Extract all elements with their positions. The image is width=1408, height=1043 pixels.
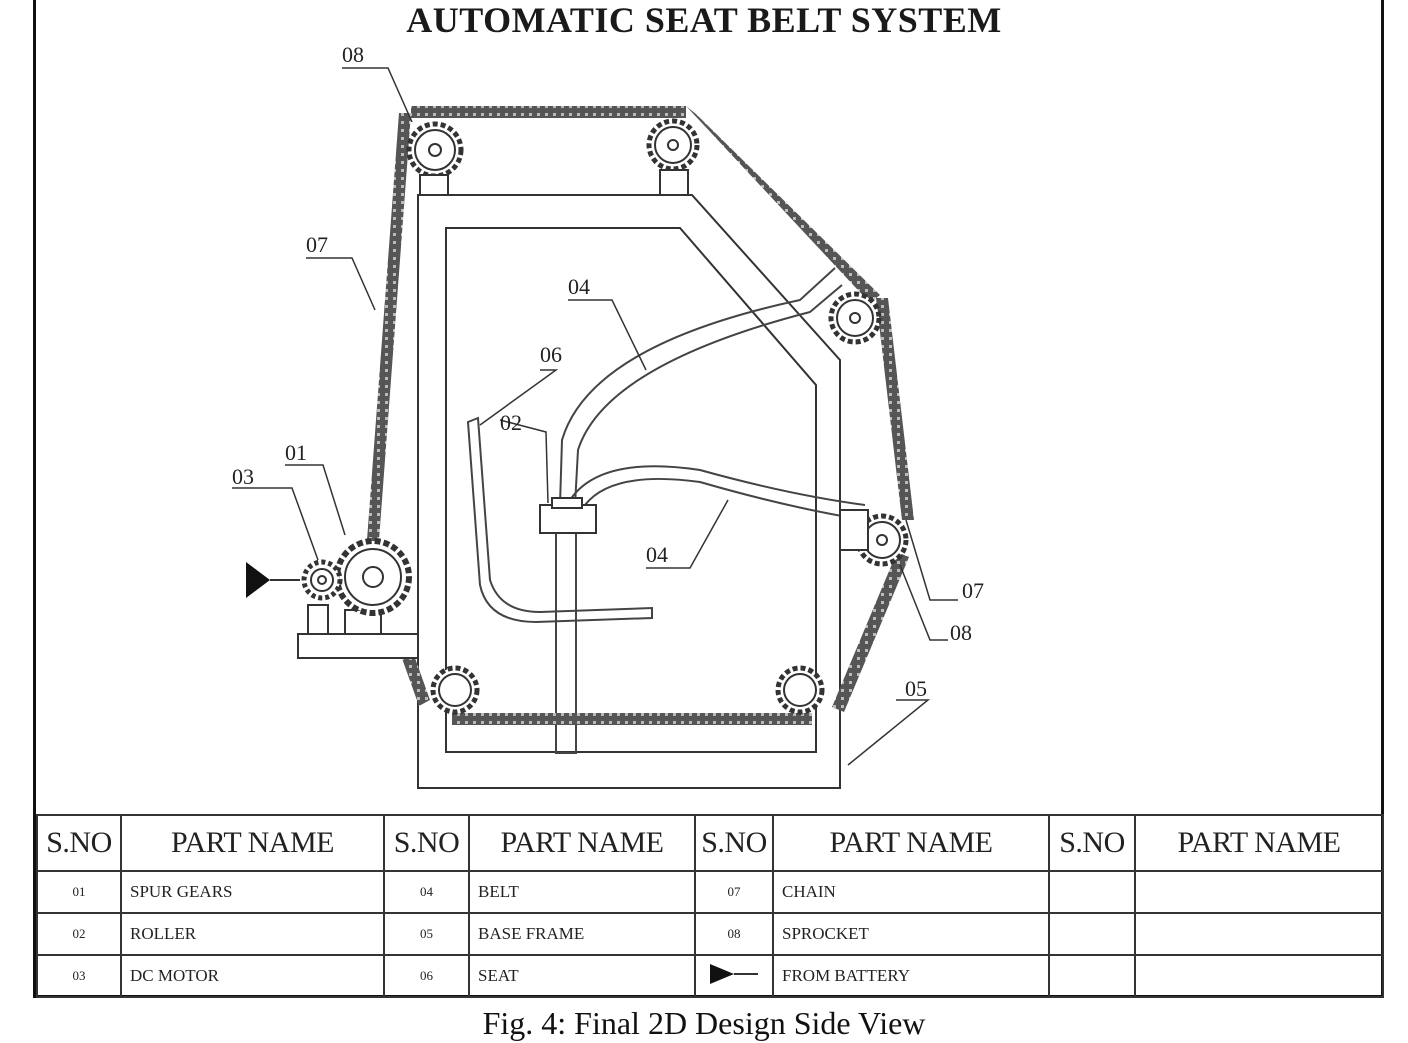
callout-seat: 06 (540, 342, 562, 367)
table-cell-sno: 04 (383, 870, 470, 914)
table-cell-sno: 01 (36, 870, 122, 914)
drawing-title: AUTOMATIC SEAT BELT SYSTEM (406, 0, 1002, 40)
header-sno: S.NO (36, 814, 122, 872)
callout-roller: 02 (500, 410, 522, 435)
table-cell-part-name: ROLLER (120, 912, 385, 956)
table-cell-part-name: BASE FRAME (468, 912, 696, 956)
header-part-name: PART NAME (772, 814, 1050, 872)
chain (361, 106, 914, 725)
figure-caption: Fig. 4: Final 2D Design Side View (482, 1005, 926, 1041)
sprocket-mounts (419, 169, 869, 551)
table-cell-part-name (1134, 870, 1384, 914)
header-sno: S.NO (694, 814, 774, 872)
callout-chain-right: 07 (962, 578, 984, 603)
header-part-name: PART NAME (468, 814, 696, 872)
header-sno: S.NO (1048, 814, 1136, 872)
callout-base-frame: 05 (905, 676, 927, 701)
table-cell-part-name: SEAT (468, 954, 696, 998)
callout-spur-gears: 01 (285, 440, 307, 465)
table-row: 03 DC MOTOR 06 SEAT FROM BATTERY (36, 954, 1384, 998)
callout-chain-left: 07 (306, 232, 328, 257)
header-part-name: PART NAME (1134, 814, 1384, 872)
table-cell-part-name: CHAIN (772, 870, 1050, 914)
table-cell-sno: 05 (383, 912, 470, 956)
table-cell-part-name: DC MOTOR (120, 954, 385, 998)
table-cell-part-name: BELT (468, 870, 696, 914)
arrow-icon (710, 964, 758, 984)
callout-sprocket-right: 08 (950, 620, 972, 645)
header-part-name: PART NAME (120, 814, 385, 872)
table-cell-part-name: FROM BATTERY (772, 954, 1050, 998)
table-cell-sno: 08 (694, 912, 774, 956)
table-cell-battery-symbol (694, 954, 774, 998)
header-sno: S.NO (383, 814, 470, 872)
table-cell-part-name (1134, 954, 1384, 998)
table-row: 01 SPUR GEARS 04 BELT 07 CHAIN (36, 870, 1384, 914)
parts-table: S.NO PART NAME S.NO PART NAME S.NO PART … (36, 814, 1384, 998)
belt (559, 267, 866, 521)
callout-sprocket-top: 08 (342, 42, 364, 67)
table-cell-part-name: SPUR GEARS (120, 870, 385, 914)
table-row: 02 ROLLER 05 BASE FRAME 08 SPROCKET (36, 912, 1384, 956)
table-header-row: S.NO PART NAME S.NO PART NAME S.NO PART … (36, 814, 1384, 872)
table-cell-sno (1048, 912, 1136, 956)
callout-belt-upper: 04 (568, 274, 590, 299)
table-cell-part-name: SPROCKET (772, 912, 1050, 956)
dc-motor-assembly (297, 538, 419, 659)
callout-belt-lower: 04 (646, 542, 668, 567)
roller (539, 497, 597, 534)
table-cell-sno (1048, 870, 1136, 914)
table-cell-sno: 07 (694, 870, 774, 914)
callout-dc-motor: 03 (232, 464, 254, 489)
base-frame (417, 194, 841, 789)
sprocket (406, 118, 909, 715)
table-cell-part-name (1134, 912, 1384, 956)
table-cell-sno: 06 (383, 954, 470, 998)
battery-arrow-icon (246, 562, 270, 598)
table-cell-sno: 02 (36, 912, 122, 956)
table-cell-sno (1048, 954, 1136, 998)
leader-lines (232, 67, 958, 766)
table-cell-sno: 03 (36, 954, 122, 998)
